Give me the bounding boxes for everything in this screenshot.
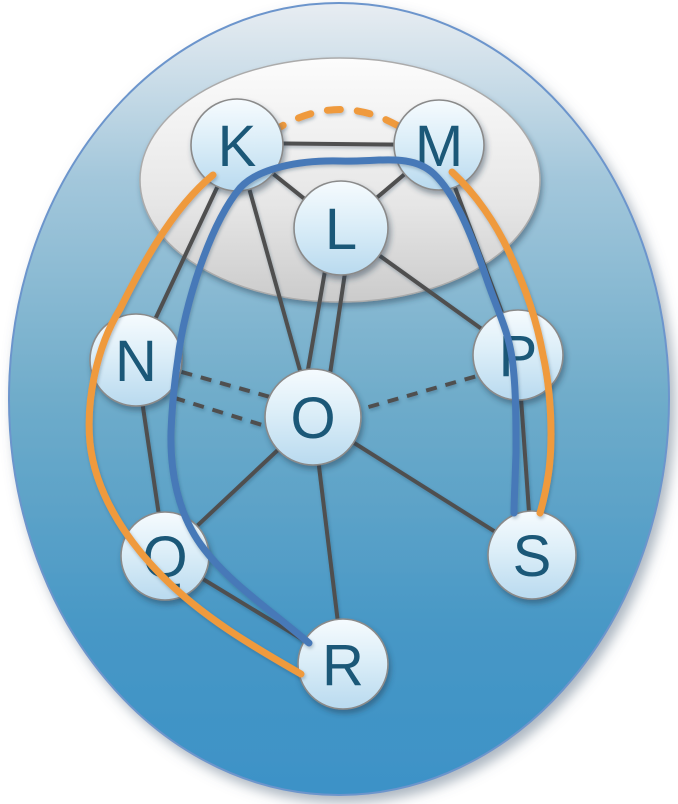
node-K: K (190, 98, 284, 192)
node-N-label: N (115, 329, 157, 394)
node-R-circle (297, 618, 389, 710)
node-M-circle (393, 99, 485, 191)
node-S-label: S (513, 524, 552, 589)
node-S-circle (487, 510, 577, 600)
node-N: N (89, 313, 183, 407)
node-N-circle (89, 313, 183, 407)
node-S: S (487, 510, 577, 600)
node-R-label: R (322, 633, 364, 698)
node-L-label: L (325, 197, 357, 262)
node-O: O (264, 368, 362, 466)
node-L: L (293, 180, 389, 276)
route-orange-right-M-to-S (448, 168, 555, 517)
node-R: R (297, 618, 389, 710)
node-O-circle (264, 368, 362, 466)
route-orange-left-R-to-K (85, 171, 305, 678)
node-Q: Q (120, 511, 210, 601)
node-O-label: O (290, 386, 335, 451)
node-K-label: K (218, 114, 257, 179)
route-blue-R-to-S (167, 156, 520, 647)
route-layer (85, 156, 555, 678)
route-orange-dashed-K-M (268, 106, 409, 136)
node-L-circle (293, 180, 389, 276)
node-layer-lower: N O P Q R S (89, 309, 577, 710)
